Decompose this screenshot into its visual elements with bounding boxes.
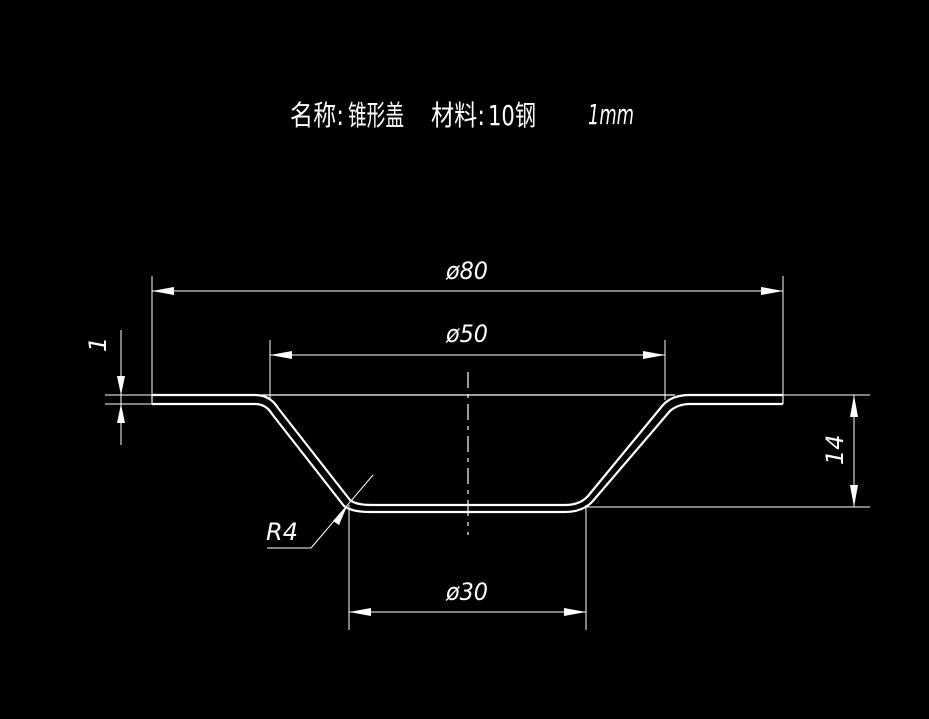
dimension-thickness: 1 xyxy=(84,330,125,445)
arrow-depth-bottom xyxy=(850,485,858,507)
dimension-middle-diameter: ø50 xyxy=(270,320,665,359)
extension-lines xyxy=(105,276,870,630)
label-radius: R4 xyxy=(266,518,298,546)
dimension-bottom-diameter: ø30 xyxy=(349,578,586,616)
dimension-radius: R4 xyxy=(266,474,374,549)
thickness-note: 1mm xyxy=(588,98,634,131)
label-diameter-50: ø50 xyxy=(445,320,488,348)
material-label: 材料: xyxy=(431,99,485,132)
arrow-thickness-top xyxy=(117,376,125,395)
title-line: 名称: 锥形盖 材料: 10钢 1mm xyxy=(290,98,634,132)
arrow-radius xyxy=(333,504,348,525)
arrow-30-left xyxy=(349,608,371,616)
arrow-80-left xyxy=(152,287,174,295)
arrow-30-right xyxy=(564,608,586,616)
dimension-outer-diameter: ø80 xyxy=(152,257,783,295)
arrow-80-right xyxy=(761,287,783,295)
part-name: 锥形盖 xyxy=(348,99,404,132)
label-diameter-80: ø80 xyxy=(445,257,488,285)
label-diameter-30: ø30 xyxy=(445,578,488,606)
arrow-50-right xyxy=(643,351,665,359)
name-label: 名称: xyxy=(290,99,344,132)
arrow-thickness-bottom xyxy=(117,404,125,423)
arrow-50-left xyxy=(270,351,292,359)
label-thickness: 1 xyxy=(84,337,112,352)
arrow-depth-top xyxy=(850,395,858,417)
label-depth: 14 xyxy=(821,434,849,465)
material-value: 10钢 xyxy=(488,99,536,132)
dimension-depth: 14 xyxy=(821,395,858,507)
